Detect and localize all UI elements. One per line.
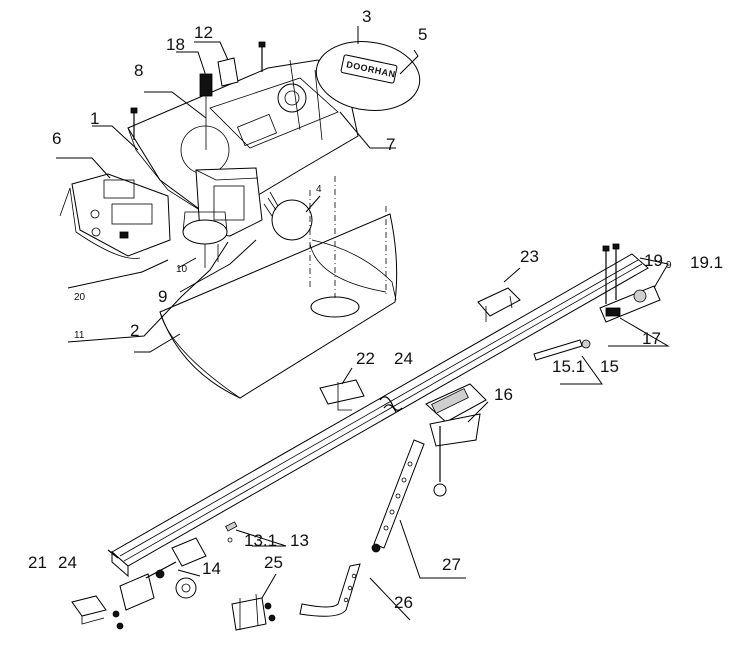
carriage-16 — [425, 383, 487, 497]
callout-12: 12 — [194, 23, 213, 42]
callout-3: 3 — [362, 7, 371, 26]
callout-25: 25 — [264, 553, 283, 572]
callout-15-1: 15.1 — [552, 357, 585, 376]
callout-7: 7 — [386, 135, 395, 154]
callout-17: 17 — [642, 329, 661, 348]
callout-24a: 24 — [394, 349, 413, 368]
leader-lines — [56, 26, 670, 621]
callout-16: 16 — [494, 385, 513, 404]
control-board-6 — [71, 173, 171, 257]
callout-27: 27 — [442, 555, 461, 574]
chain-tensioner-15 — [533, 339, 591, 361]
callout-23: 23 — [520, 247, 539, 266]
callout-5: 5 — [418, 25, 427, 44]
end-piece-14 — [107, 537, 207, 611]
part-13 — [225, 521, 238, 543]
housing-cover-2 — [159, 213, 398, 399]
door-arm-27 — [371, 439, 425, 553]
callout-19-1: 19.1 — [690, 253, 723, 272]
lamp-4 — [271, 199, 313, 241]
wall-bracket-21 — [71, 595, 124, 630]
callout-13-1: 13.1 — [244, 531, 277, 550]
callout-14: 14 — [202, 559, 221, 578]
callout-9: 9 — [158, 287, 167, 306]
callout-9-small: 9 — [666, 260, 672, 271]
callout-20: 20 — [74, 292, 86, 303]
drive-unit-assembly: DOORHAN — [59, 41, 421, 268]
callout-26: 26 — [394, 593, 413, 612]
callout-1: 1 — [90, 109, 99, 128]
callout-22: 22 — [356, 349, 375, 368]
callout-10: 10 — [176, 264, 188, 275]
callout-24b: 24 — [58, 553, 77, 572]
bracket-23 — [477, 287, 521, 322]
curved-arm-26 — [299, 563, 361, 617]
callout-15: 15 — [600, 357, 619, 376]
callout-2: 2 — [130, 321, 139, 340]
alignment-guides — [309, 176, 387, 298]
callout-19: 19 — [644, 251, 663, 270]
guide-rail — [111, 253, 649, 578]
callout-8: 8 — [134, 61, 143, 80]
end-bracket-17 — [599, 243, 661, 323]
callout-4: 4 — [316, 184, 322, 195]
callout-labels: 1 2 3 4 5 6 7 8 9 9 10 11 12 13 13.1 14 … — [28, 7, 723, 612]
gear-18 — [199, 73, 213, 97]
door-bracket-25 — [231, 593, 276, 631]
callout-13: 13 — [290, 531, 309, 550]
bracket-22 — [319, 379, 365, 411]
callout-6: 6 — [52, 129, 61, 148]
callout-21: 21 — [28, 553, 47, 572]
callout-11: 11 — [74, 330, 85, 341]
callout-18: 18 — [166, 35, 185, 54]
bracket-12 — [217, 57, 239, 87]
